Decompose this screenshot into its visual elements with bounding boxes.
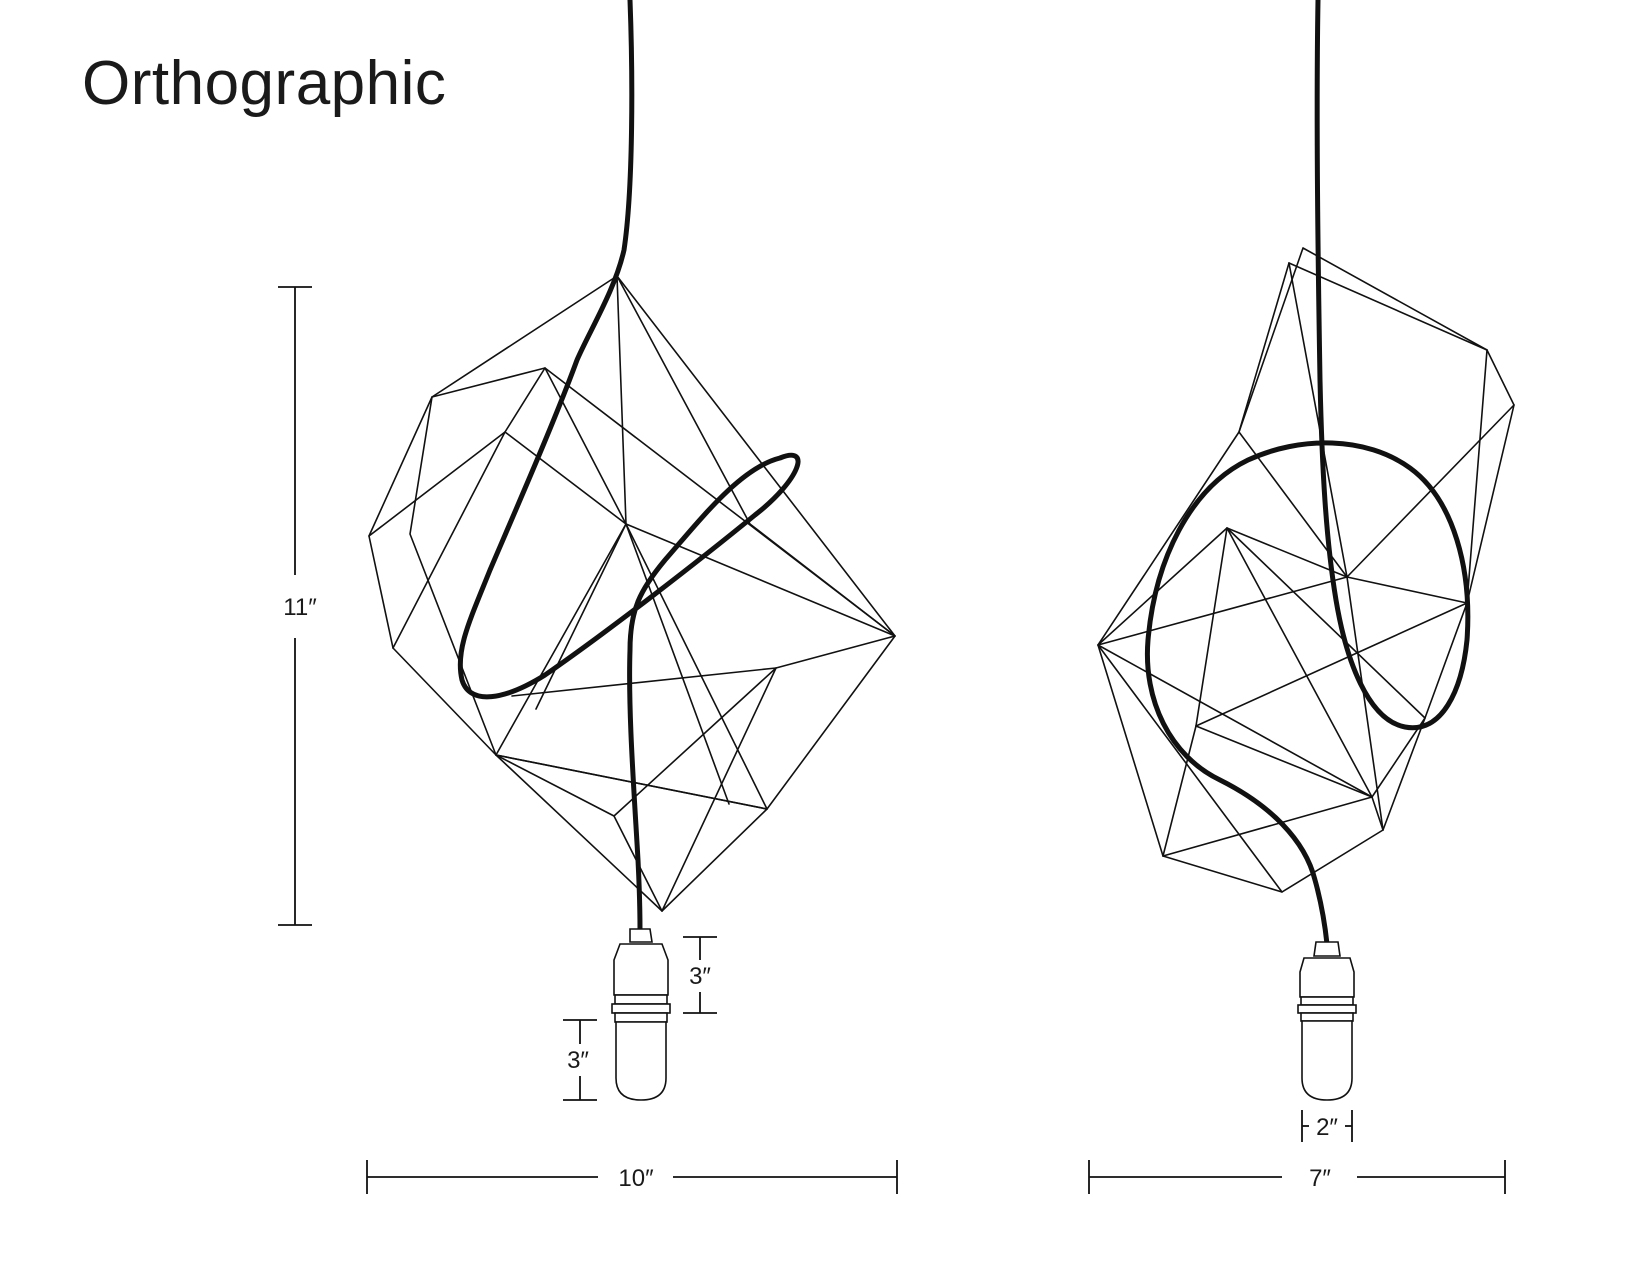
front-view: 11″ 3″ 3″ [278,0,898,1194]
front-height-label: 11″ [283,594,317,621]
side-width-label: 7″ [1309,1165,1331,1192]
side-bulb-diameter-dimension: 2″ [1301,1110,1353,1142]
side-width-dimension: 7″ [1088,1160,1506,1194]
front-bulb-label: 3″ [567,1047,589,1074]
front-socket-label: 3″ [689,963,711,990]
front-bulb-assembly [611,928,671,1101]
front-socket-dimension: 3″ [683,936,717,1014]
front-width-label: 10″ [618,1165,654,1192]
page-title: Orthographic [82,49,447,118]
front-wireframe [368,275,896,912]
side-power-cord [1144,0,1471,947]
front-bulb-dimension: 3″ [563,1019,597,1101]
side-bulb-assembly [1297,941,1357,1101]
side-wireframe [1097,247,1515,893]
side-view: 2″ 7″ [1088,0,1515,1194]
front-power-cord [457,0,801,933]
front-height-dimension: 11″ [278,286,317,926]
side-bulb-diameter-label: 2″ [1316,1114,1338,1141]
front-width-dimension: 10″ [366,1160,898,1194]
